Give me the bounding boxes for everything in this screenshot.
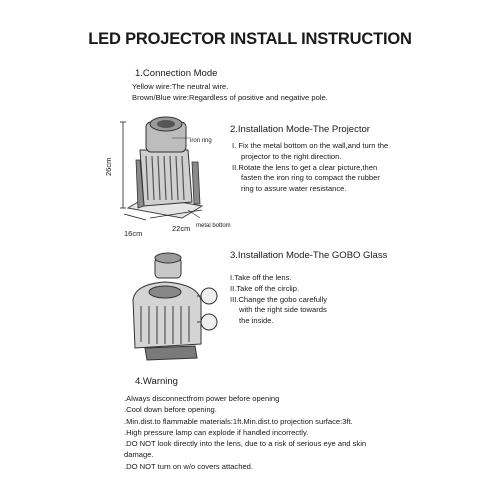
page-title: LED PROJECTOR INSTALL INSTRUCTION [88, 30, 412, 48]
warning-line: .Always disconnectfrom power before open… [124, 394, 280, 403]
section3-line: III.Change the gobo carefully [230, 294, 328, 304]
section3-line: the inside. [239, 316, 274, 326]
section2-line: II.Rotate the lens to get a clear pictur… [232, 162, 378, 172]
warning-line: damage. [124, 450, 154, 460]
section2-line: ring to assure water resistance. [241, 184, 347, 194]
metal-bottom-label: metal bottom [196, 223, 231, 229]
section2-line: projector to the right direction. [241, 151, 342, 161]
section2-line: fasten the iron ring to compact the rubb… [241, 173, 380, 183]
section2-line: I. Fix the metal bottom on the wall,and … [232, 141, 389, 150]
iron-ring-label: iron ring [190, 138, 212, 144]
warning-line: .DO NOT turn on w/o covers attached. [124, 461, 254, 471]
section4-text: .Always disconnectfrom power before open… [124, 393, 366, 472]
gobo-illustration [132, 252, 218, 361]
warning-line: .High pressure lamp can explode if handl… [124, 427, 309, 437]
section3-line: with the right side towards [239, 305, 327, 315]
section3-line: II.Take off the circlip. [230, 283, 300, 293]
projector-illustration [120, 116, 204, 221]
warning-line: .Cool down before opening. [124, 405, 217, 415]
section3-heading: 3.Installation Mode-The GOBO Glass [230, 250, 388, 261]
section2-text: I. Fix the metal bottom on the wall,and … [232, 141, 388, 195]
depth-dimension: 16cm [124, 229, 143, 238]
section3-text: I.Take off the lens. II.Take off the cir… [230, 273, 327, 327]
section2-heading: 2.Installation Mode-The Projector [230, 124, 370, 135]
section1-text: Yellow wire:The neutral wire. Brown/Blue… [132, 82, 328, 104]
section3-line: I.Take off the lens. [230, 273, 292, 282]
section1-line: Brown/Blue wire:Regardless of positive a… [132, 92, 328, 102]
width-dimension: 22cm [172, 224, 191, 233]
height-dimension: 26cm [104, 157, 113, 176]
section4-heading: 4.Warning [135, 376, 178, 387]
section1-line: Yellow wire:The neutral wire. [132, 82, 229, 91]
warning-line: .Min.dist.to flammable materials:1ft.Min… [124, 416, 353, 426]
section1-heading: 1.Connection Mode [135, 68, 218, 79]
warning-line: .DO NOT look directly into the lens, due… [124, 439, 367, 449]
